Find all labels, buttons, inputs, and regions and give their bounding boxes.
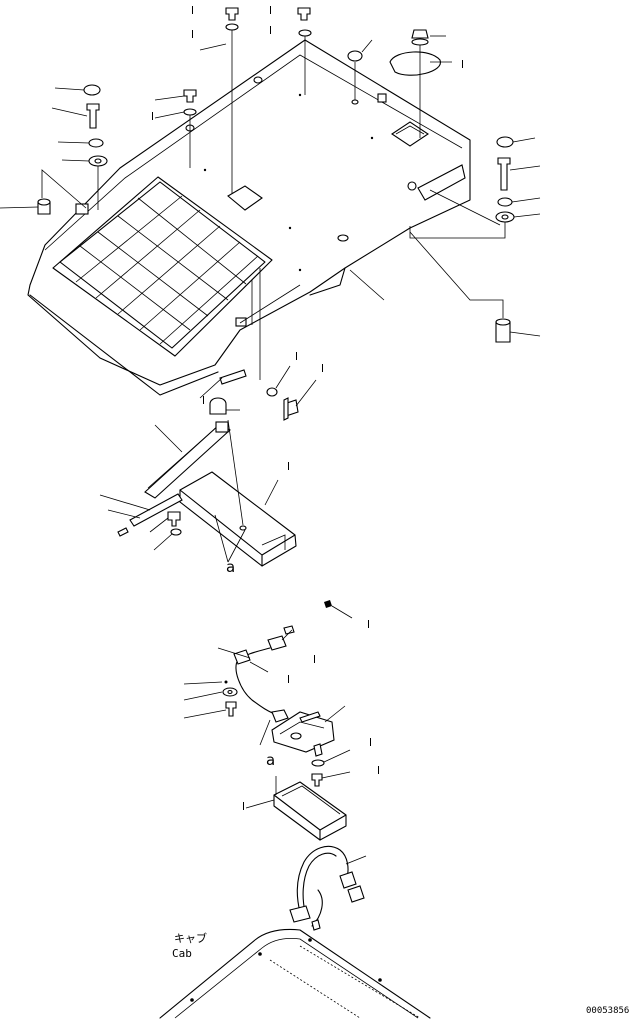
- assembly-lines-top: [41, 30, 506, 380]
- callout-tick: [322, 364, 323, 372]
- wire-harness: [289, 845, 367, 931]
- fasteners-below-plate: [199, 365, 317, 421]
- leader-lines-top: [0, 35, 541, 337]
- callout-tick: [288, 462, 289, 470]
- callout-tick: [368, 620, 369, 628]
- cap-cover: [389, 51, 441, 76]
- switch-fasteners: [183, 680, 351, 787]
- cover-plate-vent: [391, 121, 429, 147]
- switch-assembly: [217, 600, 353, 757]
- bracket-left: [75, 203, 89, 215]
- callout-tick: [296, 352, 297, 360]
- drawing-code: 00053856: [586, 1006, 630, 1016]
- clip: [377, 93, 387, 103]
- callout-tick: [192, 30, 193, 38]
- hardware-top: [37, 7, 515, 343]
- cab-label-english: Cab: [172, 947, 192, 960]
- callout-tick: [314, 655, 315, 663]
- callout-tick: [378, 766, 379, 774]
- callout-tick: [462, 60, 463, 68]
- reference-label-a-lower: a: [266, 751, 276, 769]
- floor-mat: [52, 176, 273, 357]
- callout-tick: [192, 6, 193, 14]
- tray-fasteners: [149, 511, 246, 563]
- reference-label-a-upper: a: [226, 558, 236, 576]
- callout-tick: [288, 675, 289, 683]
- storage-tray: [179, 419, 297, 567]
- cover-plate-small: [227, 185, 263, 211]
- callout-tick: [152, 112, 153, 120]
- callout-tick: [270, 6, 271, 14]
- switch-box: [245, 776, 347, 841]
- rail-bar: [99, 421, 231, 537]
- cab-label-japanese: キャブ: [174, 932, 207, 945]
- plate-features: [75, 51, 466, 327]
- callout-tick: [203, 396, 204, 404]
- cab-roof: [159, 928, 431, 1019]
- callout-tick: [270, 26, 271, 34]
- callout-tick: [370, 738, 371, 746]
- side-recess: [417, 164, 466, 201]
- callout-tick: [243, 802, 244, 810]
